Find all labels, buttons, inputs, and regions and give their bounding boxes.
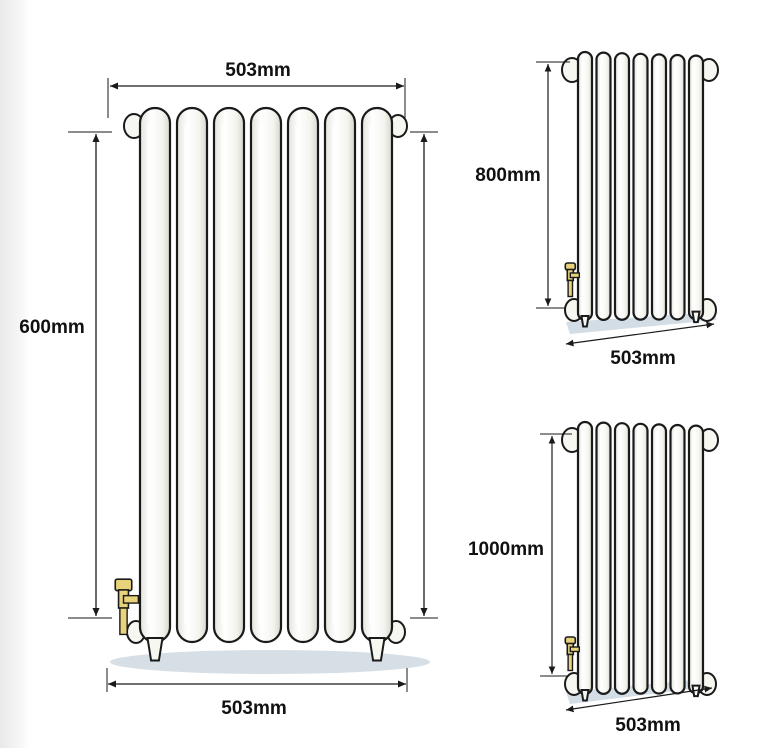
- bottom-width-label: 503mm: [610, 348, 676, 369]
- radiator-column: [576, 420, 594, 696]
- radiator-column: [595, 51, 612, 321]
- radiator-foot: [146, 637, 164, 662]
- radiator-small-body: [561, 420, 719, 702]
- radiator-medium: 800mm 503mm: [475, 50, 719, 369]
- radiator-column: [669, 423, 686, 695]
- radiator-foot: [580, 315, 590, 328]
- radiator-column: [360, 106, 394, 644]
- bottom-width-dimension-line: [565, 685, 713, 713]
- height-label: 600mm: [19, 317, 85, 338]
- valve-knob: [114, 578, 133, 592]
- radiator-column: [212, 106, 246, 644]
- radiator-column: [650, 53, 668, 321]
- radiator-column: [576, 50, 594, 322]
- bottom-width-dimension-line: [565, 321, 715, 347]
- valve-connector: [122, 594, 140, 604]
- radiator-column: [687, 424, 705, 695]
- radiator-small: 1000mm 503mm: [468, 420, 719, 736]
- radiator-column: [175, 106, 209, 644]
- valve-pipe: [567, 653, 574, 672]
- valve-connector: [569, 646, 580, 653]
- radiator-column: [323, 106, 357, 644]
- radiator-column: [650, 423, 668, 695]
- top-width-label: 503mm: [225, 60, 291, 81]
- radiator-large: 503mm 600mm 503mm: [19, 60, 438, 719]
- height-label: 1000mm: [468, 539, 544, 560]
- bottom-width-label: 503mm: [615, 715, 681, 736]
- radiator-foot: [368, 637, 386, 662]
- radiator-large-body: [114, 106, 408, 662]
- radiator-medium-body: [561, 50, 719, 328]
- radiator-column: [613, 52, 631, 321]
- radiator-column: [632, 52, 649, 321]
- left-edge-shade: [0, 0, 30, 748]
- radiator-foot: [691, 310, 701, 324]
- radiator-foot: [580, 689, 590, 702]
- radiator-column: [249, 106, 283, 644]
- radiator-column: [286, 106, 320, 644]
- valve-connector: [569, 272, 580, 279]
- radiator-column: [613, 422, 631, 695]
- bottom-width-label: 503mm: [221, 698, 287, 719]
- valve-pipe: [567, 279, 574, 298]
- radiator-column: [138, 106, 172, 644]
- floor-shadow: [110, 650, 430, 674]
- radiator-column: [687, 54, 705, 321]
- valve-pipe: [119, 607, 128, 636]
- height-label: 800mm: [475, 165, 541, 186]
- radiator-column: [669, 53, 686, 321]
- radiator-column: [632, 422, 649, 695]
- radiator-column: [595, 421, 612, 695]
